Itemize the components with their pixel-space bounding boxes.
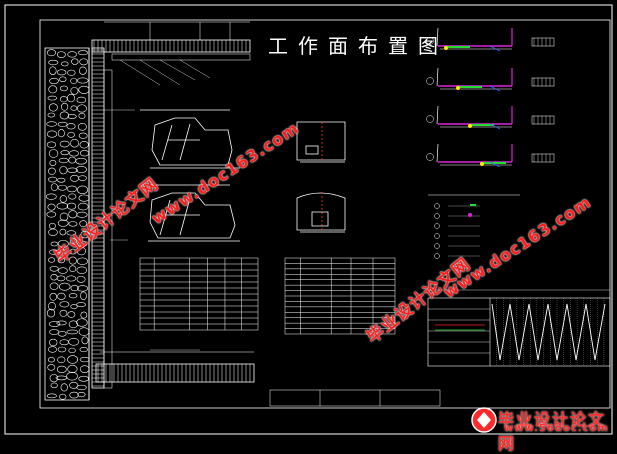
cutting-process-diagrams bbox=[426, 27, 555, 168]
roadway-section-1 bbox=[296, 121, 346, 163]
outer-border bbox=[4, 4, 613, 435]
title-block bbox=[269, 389, 441, 407]
logo-text-url: www.56doc.com bbox=[504, 423, 609, 434]
callout-leaders bbox=[104, 59, 211, 351]
drawing-title: 工作面布置图 bbox=[268, 34, 448, 58]
rock-strata-column bbox=[44, 47, 90, 401]
legend-block bbox=[428, 194, 520, 259]
site-logo bbox=[471, 407, 497, 433]
support-section-view-2 bbox=[140, 184, 240, 242]
roadway-section-2 bbox=[296, 192, 346, 233]
cycle-operation-chart bbox=[427, 289, 611, 367]
roadway-top bbox=[91, 21, 251, 61]
equipment-table-left bbox=[139, 257, 259, 331]
equipment-table-middle bbox=[284, 257, 396, 335]
inner-border bbox=[39, 19, 611, 409]
cad-drawing-sheet bbox=[4, 4, 613, 435]
support-section-view-1 bbox=[140, 109, 240, 169]
cad-drawing-canvas bbox=[4, 4, 613, 435]
roadway-bottom bbox=[95, 351, 255, 383]
